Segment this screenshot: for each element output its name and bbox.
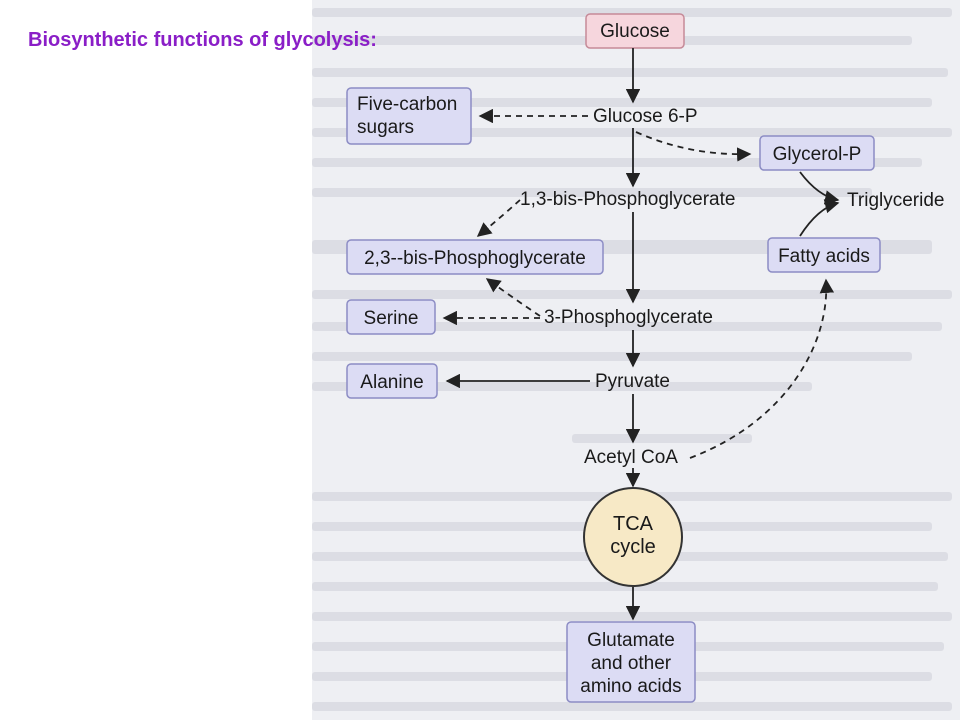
alanine-box (346, 363, 438, 399)
tca-cycle-circle (583, 487, 683, 587)
serine-label: Serine (364, 308, 419, 329)
slide-title: Biosynthetic functions of glycolysis: (28, 29, 377, 51)
glutamate-box (566, 621, 696, 703)
fatty-acids-label: Fatty acids (778, 246, 870, 267)
glycerol-p-label: Glycerol-P (773, 144, 862, 165)
glycerol-p-box (759, 135, 875, 171)
glutamate-label-line2: and other (591, 653, 672, 674)
bpg-13-label: 1,3-bis-Phosphoglycerate (520, 189, 735, 210)
glutamate-label-line3: amino acids (580, 676, 681, 697)
glucose-box (585, 13, 685, 49)
arrow-13bpg-to-23bpg (476, 199, 521, 237)
five-carbon-sugars-label-line1: Five-carbon (357, 94, 457, 115)
pg-3-label: 3-Phosphoglycerate (544, 307, 713, 328)
glucose-label: Glucose (600, 21, 670, 42)
arrow-fattyacids-to-triglyceride (799, 199, 840, 237)
alanine-label: Alanine (360, 372, 423, 393)
arrow-glycerolp-to-triglyceride (799, 171, 840, 205)
serine-box (346, 299, 436, 335)
pyruvate-label: Pyruvate (595, 371, 670, 392)
five-carbon-sugars-label-line2: sugars (357, 117, 414, 138)
arrow-3pg-to-23bpg (485, 278, 541, 317)
acetyl-coa-label: Acetyl CoA (584, 447, 678, 468)
triglyceride-label: Triglyceride (847, 190, 945, 211)
tca-cycle-label-line2: cycle (610, 536, 656, 558)
glutamate-label-line1: Glutamate (587, 630, 675, 651)
glucose-6p-label: Glucose 6-P (593, 106, 698, 127)
bpg-23-label: 2,3--bis-Phosphoglycerate (364, 248, 586, 269)
arrow-g6p-to-glycerolp (635, 131, 752, 162)
fatty-acids-box (767, 237, 881, 273)
tca-cycle-label-line1: TCA (613, 513, 654, 535)
arrow-acetylcoa-to-fattyacids (689, 278, 835, 459)
five-carbon-sugars-box (346, 87, 472, 145)
bpg-23-box (346, 239, 604, 275)
